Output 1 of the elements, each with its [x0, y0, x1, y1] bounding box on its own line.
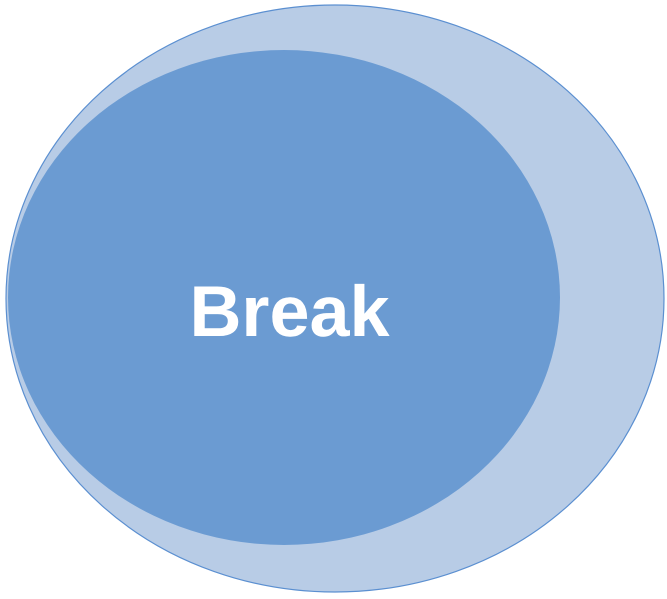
shape-label: Break [189, 276, 390, 348]
